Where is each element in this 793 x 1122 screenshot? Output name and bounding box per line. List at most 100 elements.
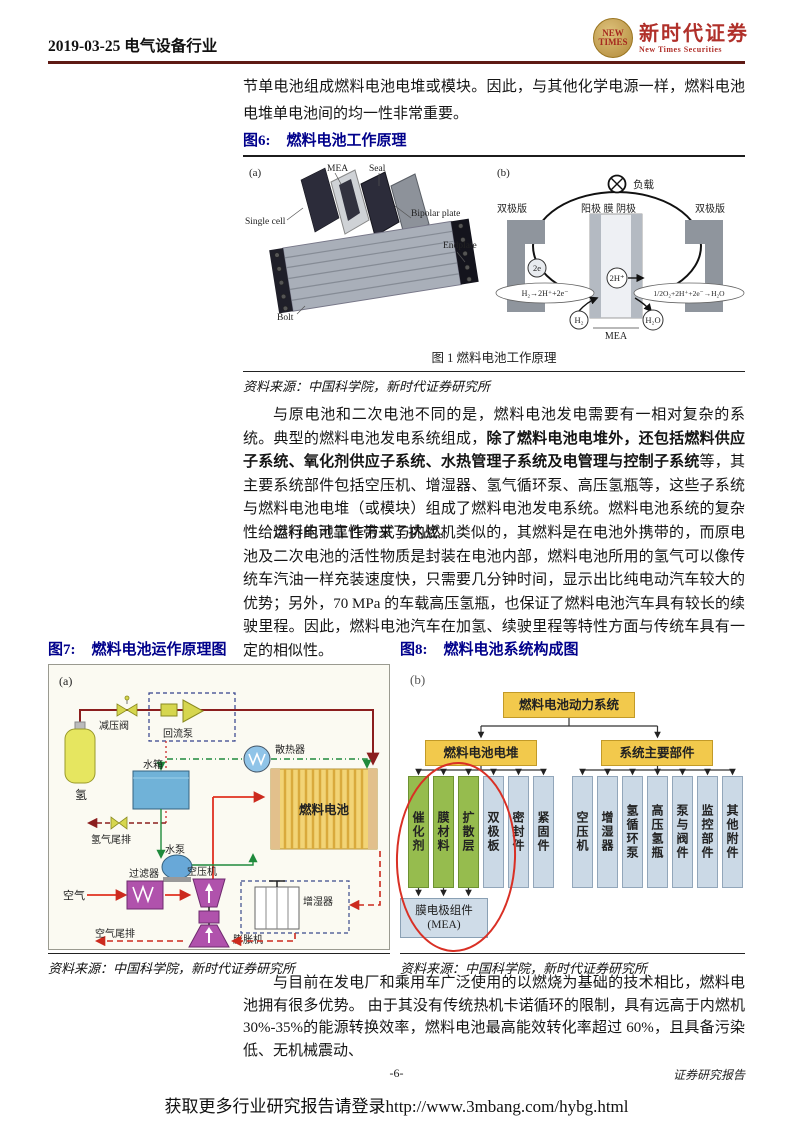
- col-pumps-valves: 泵与阀件: [672, 776, 693, 888]
- fig6-label-h2: H₂: [574, 315, 583, 325]
- logo-brand-cn: 新时代证券: [639, 22, 749, 45]
- figure7-diagram: (a) 氢 减压阀 回流泵: [59, 674, 381, 948]
- fig7-label-h2-exhaust: 氢气尾排: [91, 833, 131, 846]
- fig7-label-return-pump: 回流泵: [163, 727, 193, 740]
- logo-seal-top: NEW: [602, 28, 624, 38]
- h2-exhaust-valve-icon: [110, 816, 128, 830]
- fig7-label-radiator: 散热器: [275, 743, 305, 756]
- fig7-label-fuel-cell: 燃料电池: [299, 802, 350, 817]
- figure8-number: 图8:: [400, 642, 428, 658]
- logo-brand: 新时代证券 New Times Securities: [639, 23, 749, 54]
- load-icon: [607, 174, 627, 194]
- fig6-label-load: 负载: [633, 178, 654, 191]
- figure8-title: 图8: 燃料电池系统构成图: [400, 638, 745, 666]
- fig7-label-air-exhaust: 空气尾排: [95, 927, 135, 940]
- fig6-label-single-cell: Single cell: [245, 217, 286, 227]
- fig7-tag: (a): [59, 674, 72, 688]
- fig7-label-pressure-valve: 减压阀: [99, 719, 129, 732]
- mea-line1: 膜电极组件: [415, 905, 473, 917]
- figure6-diagram: (a): [245, 164, 745, 342]
- col-seal: 密封件: [508, 776, 529, 888]
- water-pump-icon: [161, 854, 193, 882]
- mea-line2: (MEA): [427, 919, 461, 931]
- h2o-node-icon: [642, 309, 664, 331]
- page-number: -6-: [389, 1066, 404, 1080]
- download-link-row: 获取更多行业研究报告请登录http://www.3mbang.com/hybg.…: [0, 1092, 793, 1117]
- hydrogen-tank-icon: [64, 721, 96, 784]
- fuel-cell-plates-icon: [300, 167, 430, 239]
- fig6-label-bipolar-right: 双极版: [695, 202, 725, 215]
- fig7-label-water-pump: 水泵: [165, 844, 185, 856]
- report-type-label: 证券研究报告: [672, 1068, 745, 1082]
- fig7-label-hydrogen: 氢: [75, 787, 87, 802]
- fig6-reaction-left: H₂→2H⁺+2e⁻: [522, 289, 569, 298]
- logo-seal-icon: NEW TIMES: [593, 18, 633, 58]
- fig6-label-h2o: H₂O: [645, 315, 660, 325]
- water-tank-icon: [132, 770, 190, 810]
- node-fuel-cell-stack: 燃料电池电堆: [425, 740, 537, 766]
- figure8-title-text: 燃料电池系统构成图: [443, 642, 579, 658]
- node-mea: 膜电极组件 (MEA): [400, 898, 488, 938]
- col-humidifier: 增湿器: [597, 776, 618, 888]
- fig6-panel-b: (b) 负载 双极版 阳极 膜 阴极 双极版: [495, 167, 745, 342]
- figure6-image: (a): [243, 160, 745, 366]
- fig6-label-bolt: Bolt: [277, 313, 294, 323]
- fig6-panel-a: (a): [245, 164, 479, 323]
- col-air-compressor: 空压机: [572, 776, 593, 888]
- paragraph-working-mode: 燃料电池工作方式与内燃机类似的，其燃料是在电池外携带的，而原电池及二次电池的活性…: [243, 525, 745, 659]
- fig6-label-endplate: Endplate: [443, 241, 477, 251]
- fig6-label-2h: 2H⁺: [610, 273, 625, 283]
- col-bipolar-plate: 双极板: [483, 776, 504, 888]
- component-columns: 催化剂 膜材料 扩散层 双极板 密封件 紧固件 空压机 增湿器 氢循环泵 高压氢…: [408, 776, 743, 888]
- fig7-label-filter: 过滤器: [129, 867, 159, 880]
- col-other-accessories: 其他附件: [722, 776, 743, 888]
- company-logo: NEW TIMES 新时代证券 New Times Securities: [593, 18, 749, 58]
- fuel-cell-stack-icon: [269, 218, 479, 314]
- fig6-label-mea-b: MEA: [605, 331, 628, 340]
- node-system-components: 系统主要部件: [601, 740, 713, 766]
- figure6-title-text: 燃料电池工作原理: [286, 133, 407, 149]
- figure8-source: 资料来源：中国科学院，新时代证券研究所: [400, 953, 745, 977]
- logo-seal-bottom: TIMES: [598, 37, 628, 47]
- expander-icon: [188, 924, 230, 948]
- fig7-label-expander: 膨胀机: [233, 933, 263, 946]
- report-download-link[interactable]: 获取更多行业研究报告请登录http://www.3mbang.com/hybg.…: [164, 1097, 629, 1116]
- p2-pre: 与原电池和二次电池不同的是，燃料电池发电需要有一相对复杂的系统。典型的燃料电池发…: [243, 407, 745, 447]
- fig6-label-mea: MEA: [327, 164, 348, 174]
- fig7-label-humidifier: 增湿器: [303, 895, 333, 908]
- paragraph-advantages: 与目前在发电厂和乘用车广泛使用的以燃烧为基础的技术相比，燃料电池拥有很多优势。 …: [243, 975, 745, 1059]
- fig6-label-bipolar-left: 双极版: [497, 202, 527, 215]
- node-power-system: 燃料电池动力系统: [503, 692, 635, 718]
- col-catalyst: 催化剂: [408, 776, 429, 888]
- col-fastener: 紧固件: [533, 776, 554, 888]
- fig7-label-water-tank: 水箱: [143, 758, 163, 771]
- fig8-connectors: [415, 718, 736, 897]
- mea-column-icon: [589, 213, 643, 319]
- paragraph-intro: 节单电池组成燃料电池电堆或模块。因此，与其他化学电源一样，燃料电池电堆单电池间的…: [243, 79, 745, 122]
- col-monitoring: 监控部件: [697, 776, 718, 888]
- figure6-source: 资料来源：中国科学院，新时代证券研究所: [243, 371, 745, 395]
- col-diffusion-layer: 扩散层: [458, 776, 479, 888]
- p2-post: 等，其主要系统部件包括空压机、增湿器、氢气循环泵、高压氢瓶等，这些子系统与燃料电…: [243, 454, 745, 541]
- col-membrane: 膜材料: [433, 776, 454, 888]
- fuel-cell-box-icon: [270, 768, 378, 850]
- figure6-number: 图6:: [243, 133, 271, 149]
- figure8-image: (b) 燃料电池动力系统 燃料电池电堆 系统主要部件 催化剂: [392, 664, 745, 955]
- fig6-label-bipolar-plate: Bipolar plate: [411, 209, 460, 219]
- header-rule: [48, 61, 745, 64]
- fig6-label-seal: Seal: [369, 164, 386, 174]
- logo-brand-en: New Times Securities: [639, 44, 723, 54]
- reaction-left-oval: [495, 282, 595, 304]
- figure6-title: 图6: 燃料电池工作原理: [243, 129, 745, 157]
- fig6-label-2e: 2e: [533, 263, 541, 273]
- column-gap: [558, 776, 568, 888]
- figure7-source: 资料来源：中国科学院，新时代证券研究所: [48, 953, 390, 977]
- fig6-panel-b-tag: (b): [497, 167, 510, 179]
- figure7-title-text: 燃料电池运作原理图: [91, 642, 227, 658]
- pressure-valve-icon: [116, 695, 138, 717]
- proton-node-icon: [606, 267, 628, 289]
- air-compressor-icon: [192, 878, 226, 908]
- h2-node-icon: [569, 310, 589, 330]
- air-filter-icon: [126, 880, 164, 910]
